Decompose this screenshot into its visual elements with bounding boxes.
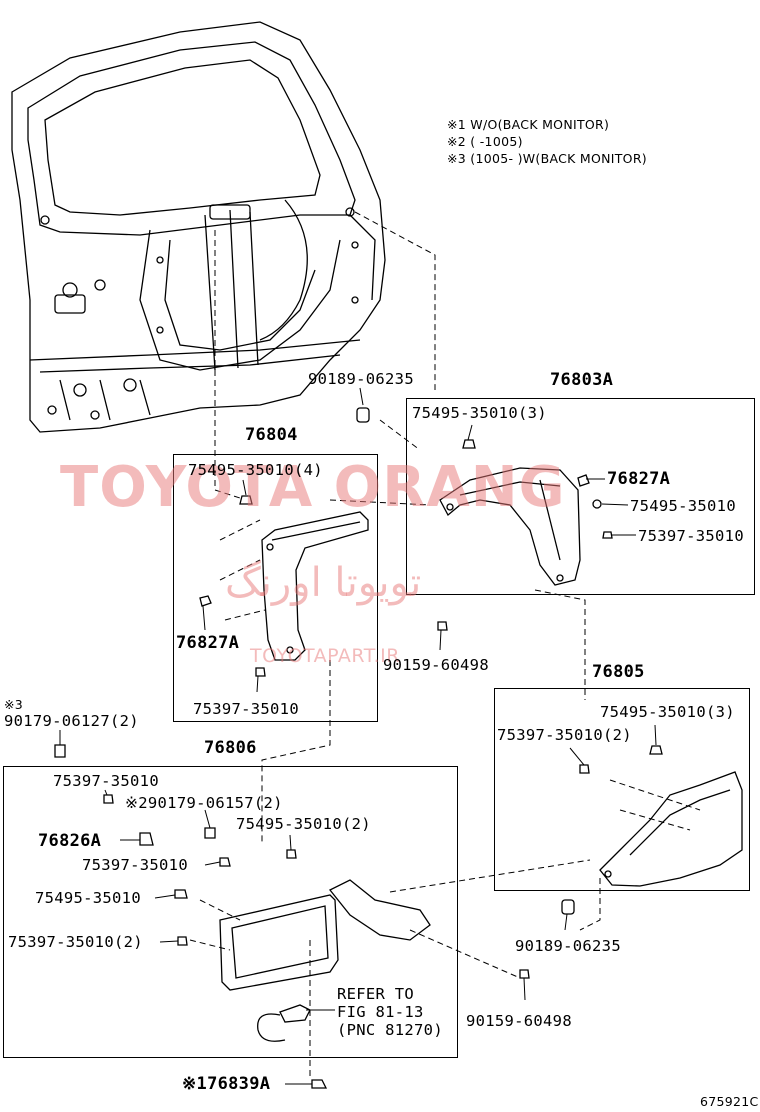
license-lamp-wiring (257, 1004, 311, 1042)
part-label: ※290179-06157(2) (125, 794, 283, 812)
refer-note-line-1: REFER TO (337, 985, 415, 1003)
back-door-panel (11, 21, 386, 433)
part-76804-trim (261, 511, 369, 661)
refer-note-line-2: FIG 81-13 (337, 1003, 424, 1021)
watermark-site: TOYOTAPART.IR (250, 645, 400, 667)
footnote-1: ※1 W/O(BACK MONITOR) (447, 117, 610, 132)
part-label: 75495-35010(3) (412, 404, 547, 422)
footnote-3: ※3 (1005- )W(BACK MONITOR) (447, 151, 647, 166)
watermark-arabic: تويوتا اورنگ (225, 560, 422, 606)
part-label: 90189-06235 (515, 937, 621, 955)
part-label: 75495-35010(3) (600, 703, 735, 721)
part-label: 90159-60498 (466, 1012, 572, 1030)
part-label: 76805 (592, 662, 645, 682)
part-label: 76804 (245, 425, 298, 445)
part-label: 76803A (550, 370, 614, 390)
part-76803A-trim (439, 467, 581, 586)
label-leaders (59, 387, 657, 1085)
part-label: 75495-35010(4) (188, 461, 323, 479)
refer-note-line-3: (PNC 81270) (337, 1021, 443, 1039)
part-76805-trim (599, 771, 743, 887)
part-label: ※176839A (182, 1074, 271, 1094)
note-mark: ※3 (4, 697, 24, 712)
clips-and-screws (54, 407, 663, 1089)
part-label: 90179-06127(2) (4, 712, 139, 730)
part-label: 75397-35010 (82, 856, 188, 874)
footnotes: ※1 W/O(BACK MONITOR) ※2 ( -1005) ※3 (100… (447, 116, 647, 167)
group-box-76806 (3, 766, 458, 1058)
part-label: 75495-35010 (35, 889, 141, 907)
part-label: 75397-35010(2) (497, 726, 632, 744)
part-label: 76827A (176, 633, 240, 653)
part-label: 76826A (38, 831, 102, 851)
group-box-76804 (173, 454, 378, 722)
part-label: 76827A (607, 469, 671, 489)
part-label: 75495-35010(2) (236, 815, 371, 833)
group-box-76803A (406, 398, 755, 595)
group-box-76805 (494, 688, 750, 891)
part-label: 75397-35010(2) (8, 933, 143, 951)
part-label: 90159-60498 (383, 656, 489, 674)
part-label: 75397-35010 (638, 527, 744, 545)
part-76806-garnish (219, 879, 431, 991)
figure-id: 675921C (700, 1094, 759, 1109)
part-label: 75495-35010 (630, 497, 736, 515)
footnote-2: ※2 ( -1005) (447, 134, 523, 149)
part-label: 76806 (204, 738, 257, 758)
watermark-brand: TOYOTA ORANG (60, 455, 566, 520)
part-label: 75397-35010 (53, 772, 159, 790)
part-label: 75397-35010 (193, 700, 299, 718)
part-label: 90189-06235 (308, 370, 414, 388)
